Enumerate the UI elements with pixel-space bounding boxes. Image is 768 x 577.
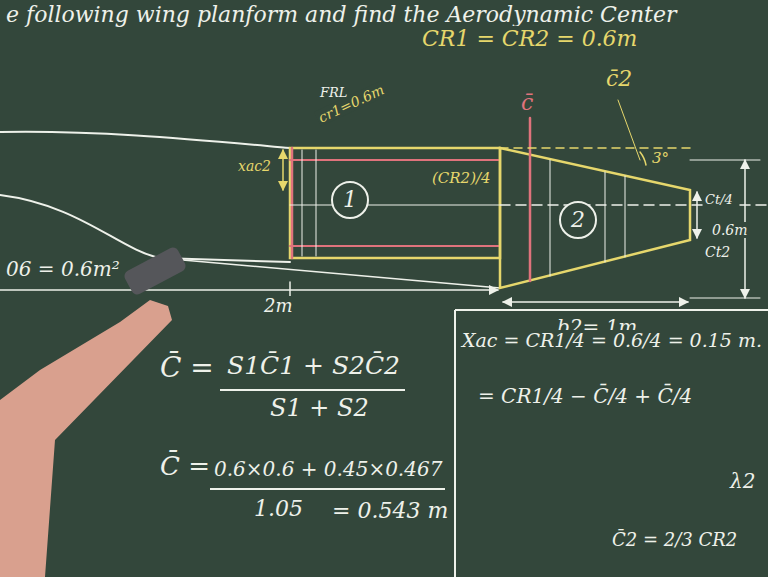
board-label: 1.05 <box>252 496 305 521</box>
board-label: c̄2 <box>604 66 634 91</box>
board-label: 06 = 0.6m² <box>4 258 122 281</box>
panel-number-circle: 2 <box>559 201 597 239</box>
board-label: xac2 <box>236 158 273 174</box>
board-label: Xac = CR1/4 = 0.6/4 = 0.15 m. <box>460 330 764 352</box>
board-label: 0.6×0.6 + 0.45×0.467 <box>212 458 444 481</box>
panel-number: 2 <box>571 209 585 231</box>
panel-number-circle: 1 <box>331 181 369 219</box>
board-dividers <box>210 310 768 577</box>
board-label: = CR1/4 − C̄/4 + C̄/4 <box>476 385 694 408</box>
board-label: S1C̄1 + S2C̄2 <box>225 352 402 381</box>
board-label: CR1 = CR2 = 0.6m <box>420 26 639 51</box>
board-label: λ2 <box>728 470 757 493</box>
board-label: 0.6m <box>710 222 750 238</box>
board-label: C̄2 = 2/3 CR2 <box>610 530 739 551</box>
board-label: C̄ = <box>158 452 212 482</box>
board-label: = 0.543 m <box>330 498 450 523</box>
board-label: Ct/4 <box>703 193 735 208</box>
lecturer-hand <box>0 245 188 577</box>
board-label: 3° <box>650 150 671 167</box>
board-label: S1 + S2 <box>268 395 371 423</box>
board-label: c̄ <box>519 90 535 115</box>
board-title: e following wing planform and find the A… <box>4 2 678 27</box>
board-label: (CR2)/4 <box>430 170 493 187</box>
wing-planform <box>0 100 768 302</box>
board-label: C̄ = <box>158 352 216 384</box>
board-label: Ct2 <box>703 244 732 260</box>
panel-number: 1 <box>343 189 357 211</box>
board-label: 2m <box>262 296 295 317</box>
